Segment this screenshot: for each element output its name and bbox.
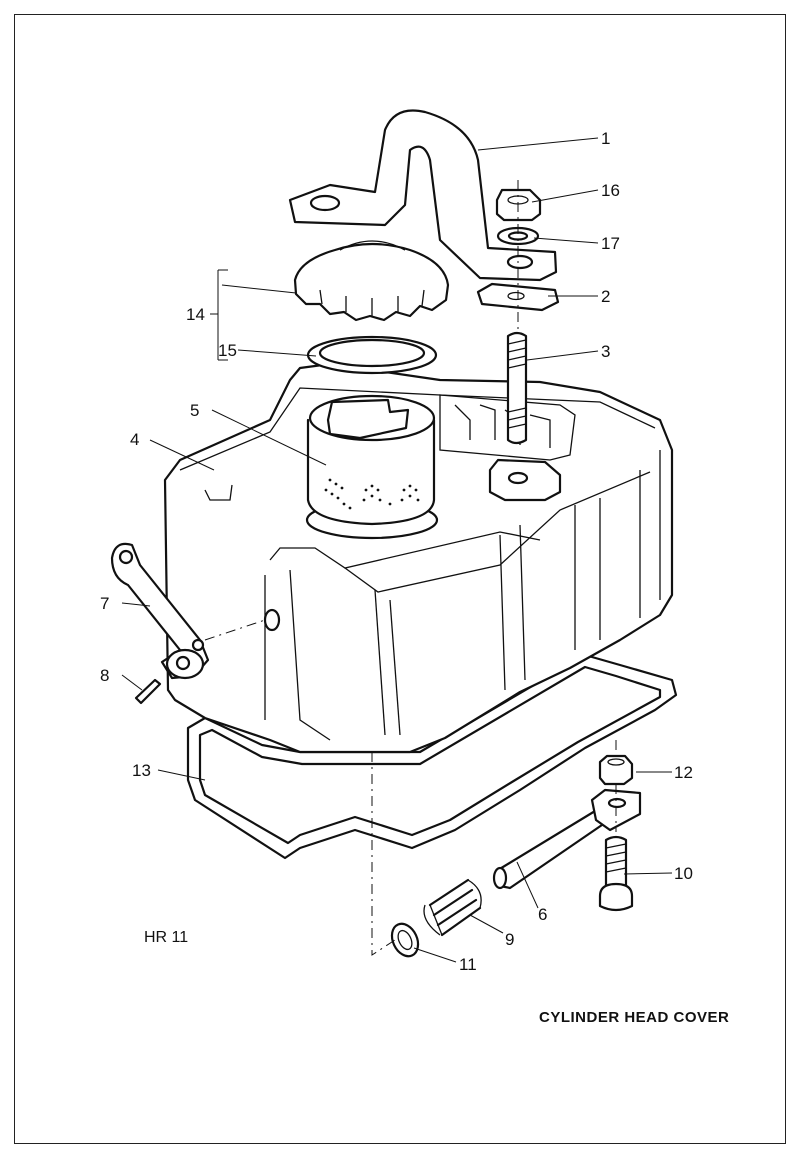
callout-16: 16 (601, 181, 620, 200)
filler-cap (293, 240, 450, 322)
callout-2: 2 (601, 287, 610, 306)
cover-body (163, 362, 674, 754)
lever-arm (110, 542, 210, 680)
filter-element (305, 394, 439, 540)
callout-14: 14 (186, 305, 205, 324)
leader-lines (121, 137, 673, 963)
callout-15: 15 (218, 341, 237, 360)
callout-labels: 1 2 3 4 5 6 7 8 9 10 11 12 13 14 15 16 1… (100, 129, 693, 974)
callout-1: 1 (601, 129, 610, 148)
page-border (14, 14, 786, 1144)
callout-5: 5 (190, 401, 199, 420)
callout-7: 7 (100, 594, 109, 613)
seal-ring (306, 335, 438, 375)
callout-13: 13 (132, 761, 151, 780)
washer (390, 922, 420, 958)
callout-6: 6 (538, 905, 547, 924)
bolt (598, 835, 634, 912)
split-pin (134, 678, 162, 705)
nut-lower (598, 754, 634, 786)
callout-11: 11 (459, 955, 477, 974)
stud (506, 331, 528, 445)
callout-10: 10 (674, 864, 693, 883)
callout-3: 3 (601, 342, 610, 361)
centre-lines (204, 180, 617, 956)
callout-17: 17 (601, 234, 620, 253)
callout-8: 8 (100, 666, 109, 685)
bracket (288, 109, 558, 282)
callout-12: 12 (674, 763, 693, 782)
callout-9: 9 (505, 930, 514, 949)
callout-4: 4 (130, 430, 139, 449)
spring (423, 878, 482, 937)
figure-title: CYLINDER HEAD COVER (539, 1009, 729, 1026)
drawing-code: HR 11 (144, 929, 188, 946)
